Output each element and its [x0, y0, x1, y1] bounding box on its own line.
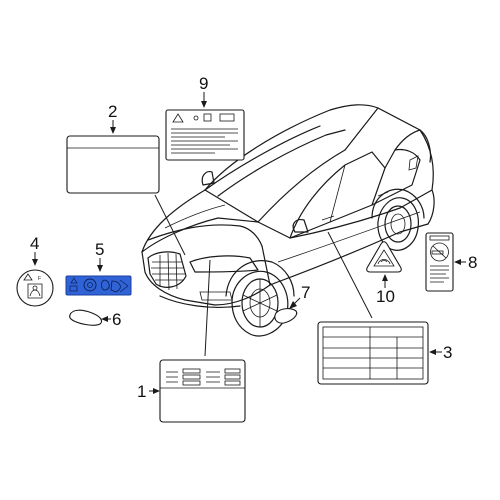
label-9-info	[165, 109, 245, 161]
callout-7: 7	[301, 283, 310, 302]
callout-6: 6	[112, 310, 121, 329]
label-1-rows	[166, 368, 241, 386]
label-6-oval	[69, 309, 103, 326]
callout-4: 4	[30, 234, 39, 253]
label-7-oval	[274, 308, 298, 324]
leader-lines	[32, 92, 466, 394]
label-8-tall	[425, 232, 454, 292]
no-smoking-icon	[430, 242, 449, 262]
label-4-round: F	[16, 269, 54, 307]
callout-numbers: 2 9 4 5 6 7 10 8 3 1	[30, 74, 477, 401]
svg-text:F: F	[38, 276, 41, 282]
label-10-triangle	[366, 241, 402, 273]
callout-3: 3	[443, 343, 452, 362]
callout-5: 5	[95, 240, 104, 259]
callout-10: 10	[376, 287, 395, 306]
label-9-text-lines	[171, 128, 238, 154]
callout-8: 8	[468, 253, 477, 272]
airbag-icon	[27, 283, 43, 299]
callout-1: 1	[137, 382, 146, 401]
label-3-table	[317, 321, 429, 385]
label-2-blank	[66, 135, 160, 194]
callout-2: 2	[108, 102, 117, 121]
callout-9: 9	[199, 74, 208, 93]
label-5-highlighted	[65, 275, 132, 296]
label-1-tire-info	[159, 359, 246, 423]
warning-triangle-icon	[373, 249, 395, 267]
